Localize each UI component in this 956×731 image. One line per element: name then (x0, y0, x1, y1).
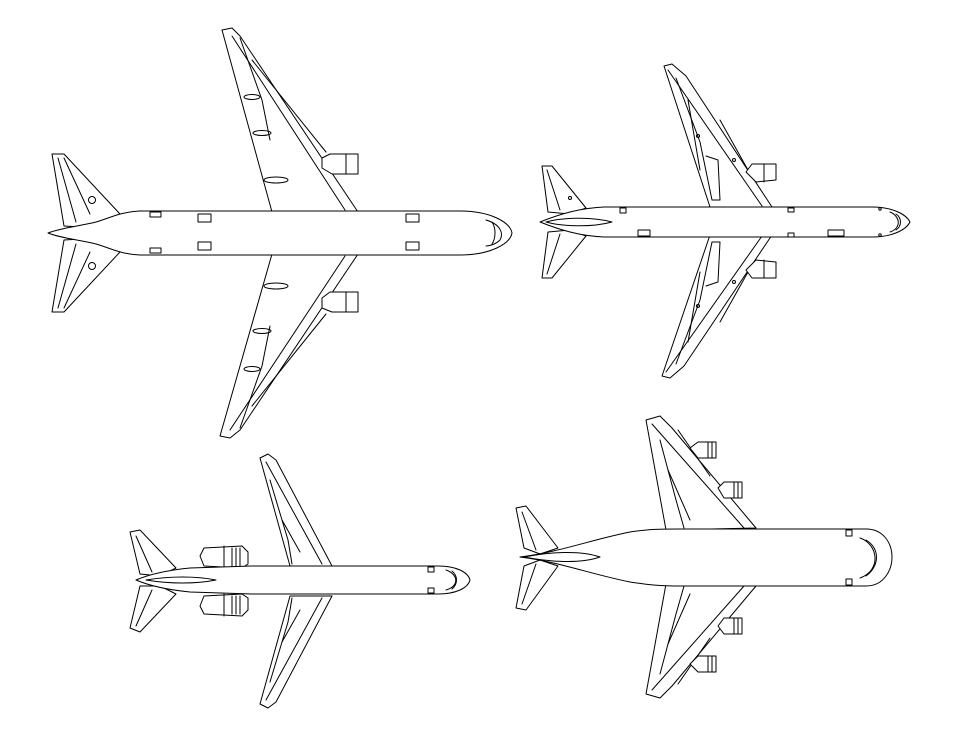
aircraft4-lower-wing (645, 583, 757, 699)
aircraft4-upper-wing (645, 415, 757, 531)
aircraft2-lower-stabiliser (541, 229, 587, 279)
aircraft-widebody-twin-swept (539, 63, 911, 379)
aircraft4-lower-stabiliser (515, 559, 559, 611)
aircraft1-fuselage (47, 210, 513, 256)
aircraft-narrowbody-rear-engine (129, 453, 471, 709)
aircraft-widebody-quad (515, 415, 893, 699)
aircraft4-engine-1 (689, 441, 717, 459)
aircraft2-fuselage (539, 206, 911, 238)
aircraft3-fuselage (135, 565, 471, 595)
aircraft2-lower-engine (745, 259, 777, 279)
aircraft4-engine-4 (689, 655, 717, 673)
aircraft2-upper-wing (663, 63, 773, 208)
aircraft1-upper-engine (321, 153, 359, 175)
aircraft4-upper-stabiliser (515, 505, 559, 555)
aircraft-widebody-twin-large (47, 27, 513, 439)
aircraft3-lower-wing (259, 595, 333, 709)
aircraft4-fuselage (519, 528, 893, 587)
aircraft4-engine-2 (717, 481, 743, 499)
aircraft1-upper-wing (221, 27, 359, 213)
aircraft1-lower-wing (219, 253, 359, 439)
aircraft2-upper-engine (745, 163, 777, 183)
aircraft2-upper-stabiliser (541, 165, 587, 215)
aircraft4-engine-3 (717, 617, 743, 635)
aircraft1-lower-engine (321, 291, 359, 313)
